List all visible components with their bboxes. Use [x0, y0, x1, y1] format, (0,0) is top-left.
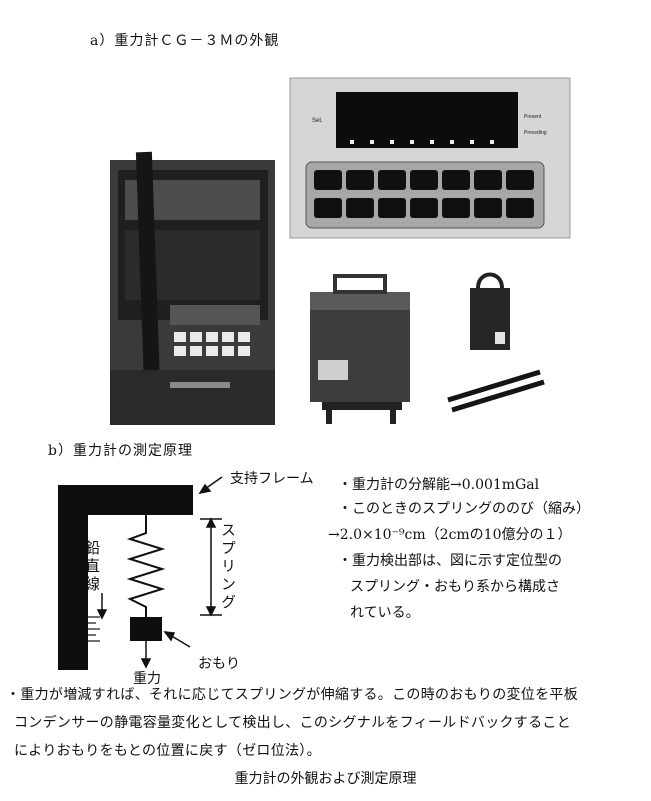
note-detector-line3: れている。 — [350, 605, 420, 621]
gravity-arrow — [140, 641, 152, 669]
battery-photo — [470, 272, 510, 350]
keypad-preceding-label: Preceding — [524, 130, 547, 136]
section-b-heading: b）重力計の測定原理 — [48, 443, 193, 459]
spring-mass-diagram — [58, 476, 223, 670]
figure-caption: 重力計の外観および測定原理 — [234, 771, 417, 787]
support-post-shape — [58, 485, 88, 670]
gravimeter-photo: Set. Present Preceding — [110, 77, 571, 425]
sensor-unit-photo — [310, 274, 410, 424]
note-detector-line2: スプリング・おもり系から構成さ — [350, 579, 560, 595]
explanation-line2: コンデンサーの静電容量変化として検出し、このシグナルをフィールドバックすること — [14, 715, 571, 731]
support-frame-arrow — [198, 476, 223, 495]
keypad-present-label: Present — [524, 114, 542, 120]
weight-label: おもり — [198, 656, 240, 672]
gravity-label: 重力 — [133, 671, 161, 687]
weight-pointer-arrow — [163, 631, 191, 648]
keypad-set-label: Set. — [312, 118, 323, 124]
spring-shape — [126, 515, 166, 617]
explanation-line1: ・重力が増減すれば、それに応じてスプリングが伸縮する。この時のおもりの変位を平板 — [6, 687, 578, 703]
note-detector-line1: ・重力検出部は、図に示す定位型の — [338, 553, 562, 569]
support-frame-label: 支持フレーム — [230, 471, 314, 487]
note-stretch-intro: ・このときのスプリングののび（縮み） — [338, 501, 590, 517]
keypad-panel-photo: Set. Present Preceding — [289, 77, 571, 239]
cables-photo — [447, 369, 545, 413]
scale-ticks — [88, 616, 100, 642]
plumb-line-label: 鉛直線 — [83, 540, 101, 594]
weight-shape — [130, 617, 162, 641]
explanation-line3: によりおもりをもとの位置に戻す（ゼロ位法）。 — [14, 743, 321, 759]
note-resolution: ・重力計の分解能→0.001mGal — [338, 477, 540, 493]
main-unit-photo — [110, 151, 275, 425]
spring-label: スプリング — [219, 522, 237, 612]
section-a-heading: a）重力計ＣＧ－３Ｍの外観 — [90, 33, 280, 49]
note-stretch-value: →2.0×10⁻⁹cm（2cmの10億分の１） — [328, 527, 572, 543]
plumb-line-arrow — [96, 593, 108, 620]
spring-extent-marker — [200, 517, 222, 617]
